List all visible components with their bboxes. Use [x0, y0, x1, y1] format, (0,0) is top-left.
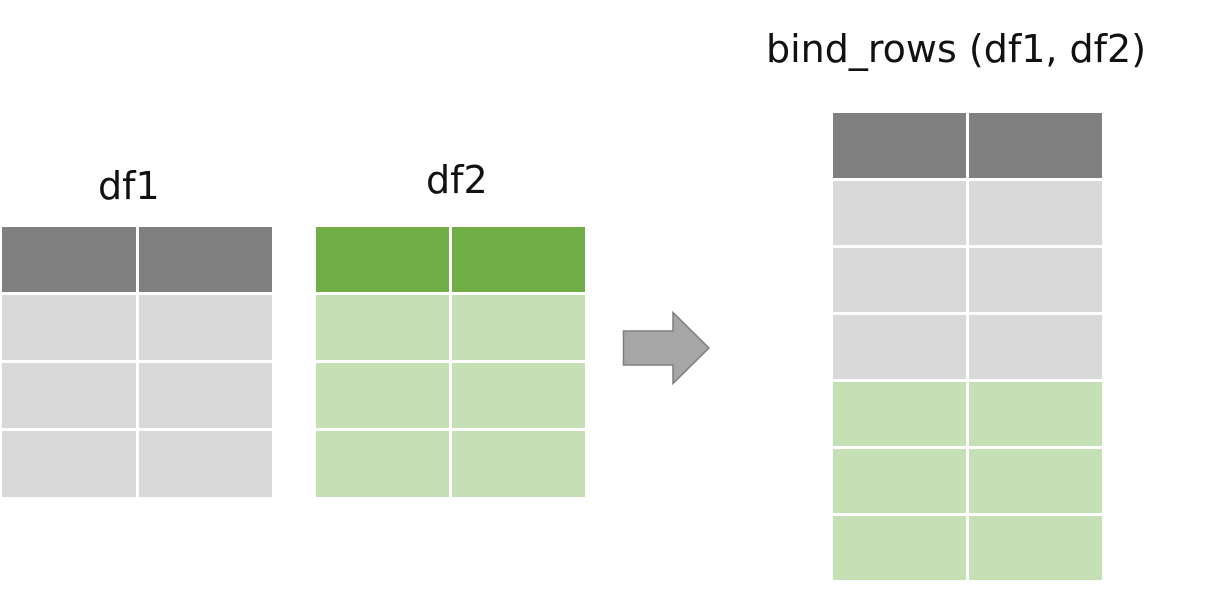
- df2-cell: [316, 295, 449, 360]
- arrow-shape: [622, 311, 711, 385]
- df2-table: [316, 227, 585, 497]
- df2-cell: [969, 449, 1102, 513]
- df1-cell: [833, 248, 966, 312]
- df2-cell: [452, 431, 585, 497]
- df2-cell: [316, 431, 449, 497]
- right-arrow-icon: [622, 311, 711, 385]
- df2-cell: [316, 363, 449, 428]
- df1-cell: [2, 295, 136, 360]
- df1-cell: [969, 315, 1102, 379]
- df1-cell: [969, 248, 1102, 312]
- df2-cell: [833, 516, 966, 580]
- header-cell: [452, 227, 585, 292]
- df2-cell: [969, 516, 1102, 580]
- df2-cell: [969, 382, 1102, 446]
- header-cell: [316, 227, 449, 292]
- header-cell: [833, 113, 966, 178]
- df1-cell: [969, 181, 1102, 245]
- header-cell: [969, 113, 1102, 178]
- df1-cell: [138, 295, 272, 360]
- df1-cell: [833, 315, 966, 379]
- df1-cell: [2, 431, 136, 497]
- header-cell: [138, 227, 272, 292]
- df2-cell: [452, 363, 585, 428]
- df1-cell: [833, 181, 966, 245]
- result-table: [833, 113, 1102, 580]
- df2-cell: [452, 295, 585, 360]
- df2-cell: [833, 382, 966, 446]
- df2-cell: [833, 449, 966, 513]
- header-cell: [2, 227, 136, 292]
- df1-label: df1: [98, 164, 160, 208]
- df1-cell: [2, 363, 136, 428]
- df1-cell: [138, 363, 272, 428]
- df2-label: df2: [426, 158, 488, 202]
- df1-cell: [138, 431, 272, 497]
- df1-table: [2, 227, 272, 497]
- result-label: bind_rows (df1, df2): [766, 27, 1147, 71]
